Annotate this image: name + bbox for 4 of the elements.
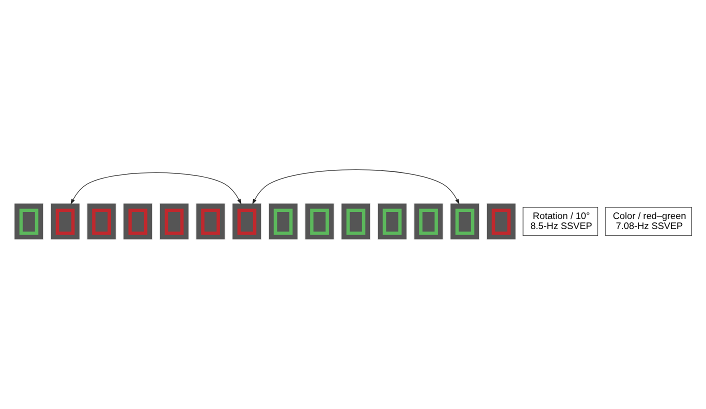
arrow xyxy=(70,172,242,204)
node-box: Rotation / 10° 8.5-Hz SSVEP xyxy=(522,207,598,236)
node-box: Color / red–green 7.08-Hz SSVEP xyxy=(605,207,692,236)
arrow xyxy=(252,169,460,204)
